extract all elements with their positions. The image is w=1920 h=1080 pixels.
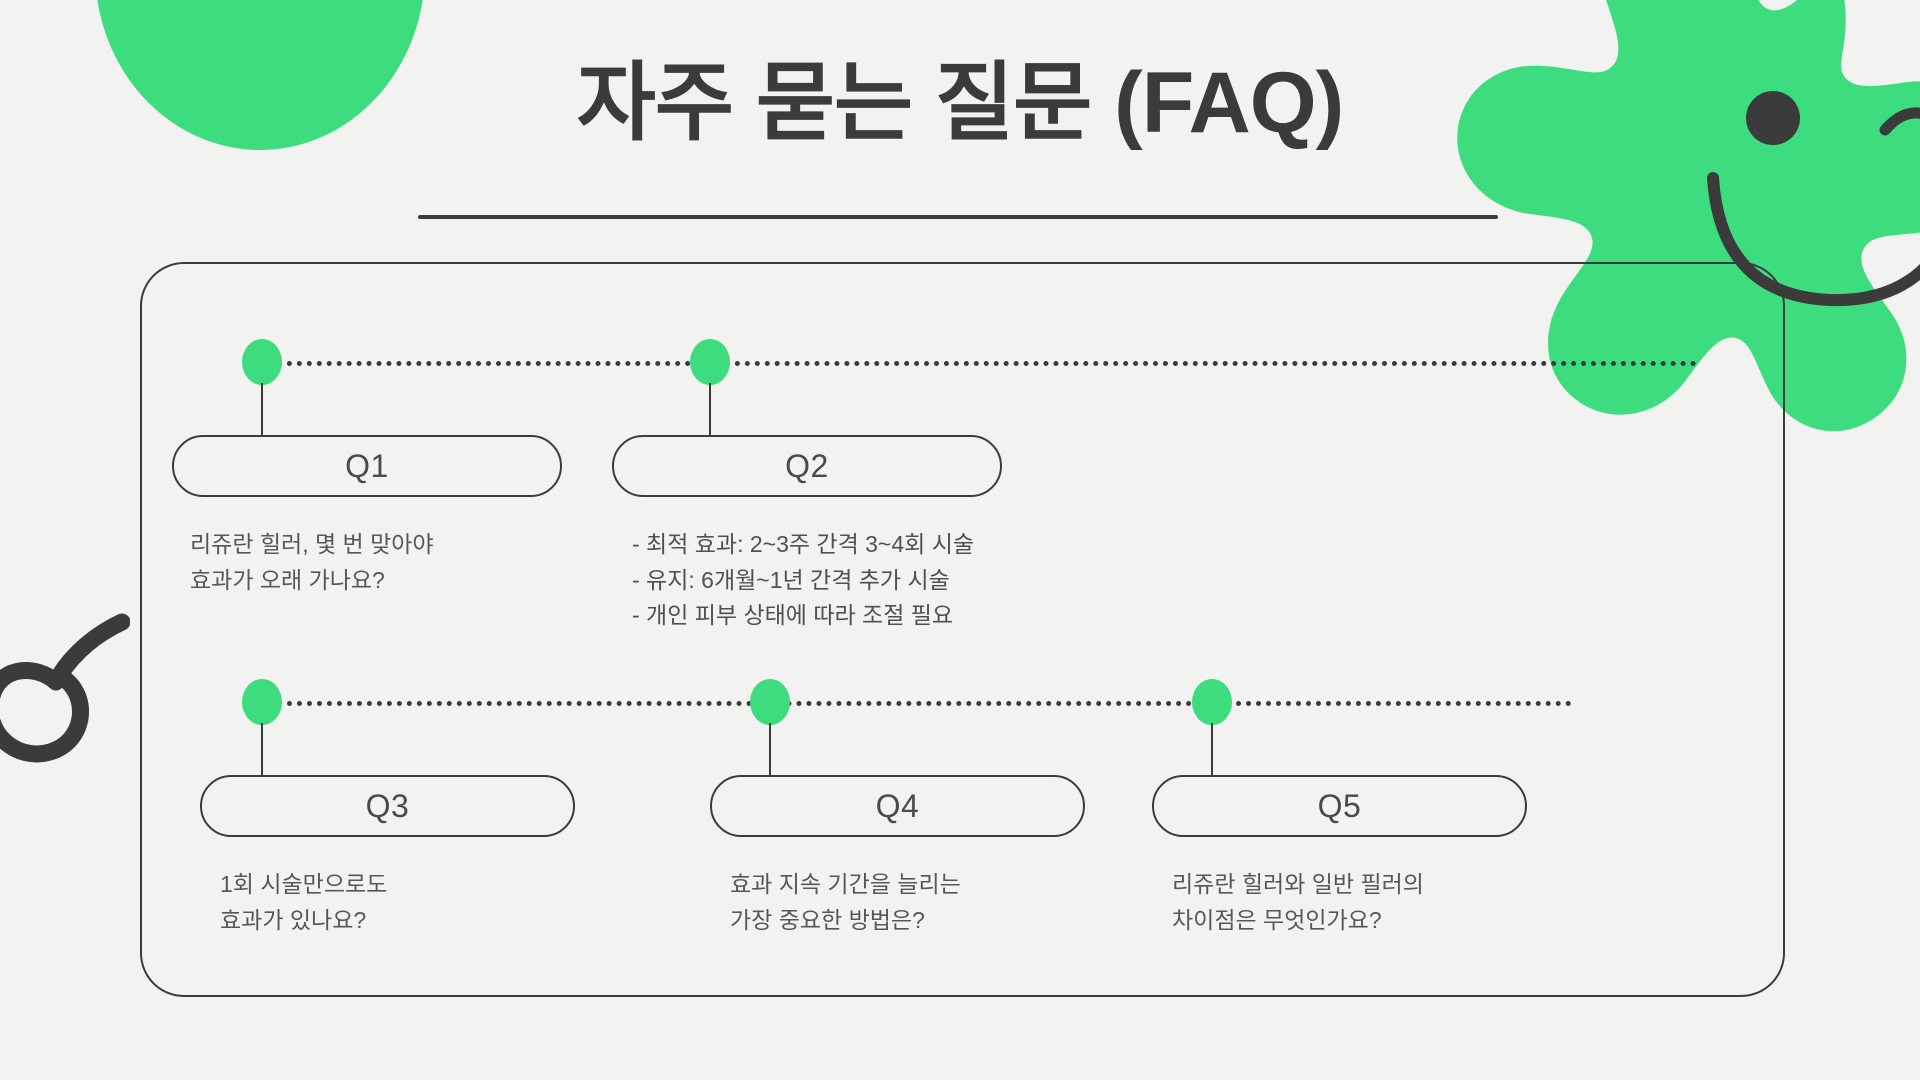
node-dot-icon bbox=[1192, 679, 1232, 725]
faq-panel: Q1 리쥬란 힐러, 몇 번 맞아야 효과가 오래 가나요? Q2 - 최적 효… bbox=[140, 262, 1785, 997]
node-dot-icon bbox=[242, 339, 282, 385]
node-stem-icon bbox=[261, 723, 263, 775]
badge-q2[interactable]: Q2 bbox=[612, 435, 1002, 497]
node-dot-icon bbox=[242, 679, 282, 725]
dotted-connector-1 bbox=[267, 361, 1697, 366]
badge-q1[interactable]: Q1 bbox=[172, 435, 562, 497]
badge-q3-label: Q3 bbox=[365, 787, 410, 824]
node-stem-icon bbox=[769, 723, 771, 775]
page-title-wrap: 자주 묻는 질문 (FAQ) bbox=[0, 55, 1920, 151]
node-stem-icon bbox=[709, 383, 711, 435]
page-title: 자주 묻는 질문 (FAQ) bbox=[576, 55, 1344, 151]
badge-q4[interactable]: Q4 bbox=[710, 775, 1085, 837]
faq-text-q2: - 최적 효과: 2~3주 간격 3~4회 시술 - 유지: 6개월~1년 간격… bbox=[632, 531, 975, 629]
badge-q2-label: Q2 bbox=[785, 447, 829, 484]
badge-q5-label: Q5 bbox=[1317, 787, 1362, 824]
faq-text-q5: 리쥬란 힐러와 일반 필러의 차이점은 무엇인가요? bbox=[1172, 871, 1424, 933]
faq-text-q3: 1회 시술만으로도 효과가 있나요? bbox=[220, 871, 388, 933]
faq-text-q1: 리쥬란 힐러, 몇 번 맞아야 효과가 오래 가나요? bbox=[190, 531, 434, 593]
node-dot-icon bbox=[750, 679, 790, 725]
node-dot-icon bbox=[690, 339, 730, 385]
faq-text-q4: 효과 지속 기간을 늘리는 가장 중요한 방법은? bbox=[730, 871, 961, 933]
badge-q3[interactable]: Q3 bbox=[200, 775, 575, 837]
node-stem-icon bbox=[1211, 723, 1213, 775]
dotted-connector-2 bbox=[267, 701, 1572, 706]
badge-q5[interactable]: Q5 bbox=[1152, 775, 1527, 837]
badge-q4-label: Q4 bbox=[875, 787, 920, 824]
squiggle-loop-icon bbox=[0, 613, 130, 763]
node-stem-icon bbox=[261, 383, 263, 435]
title-underline bbox=[418, 215, 1498, 219]
badge-q1-label: Q1 bbox=[345, 447, 389, 484]
